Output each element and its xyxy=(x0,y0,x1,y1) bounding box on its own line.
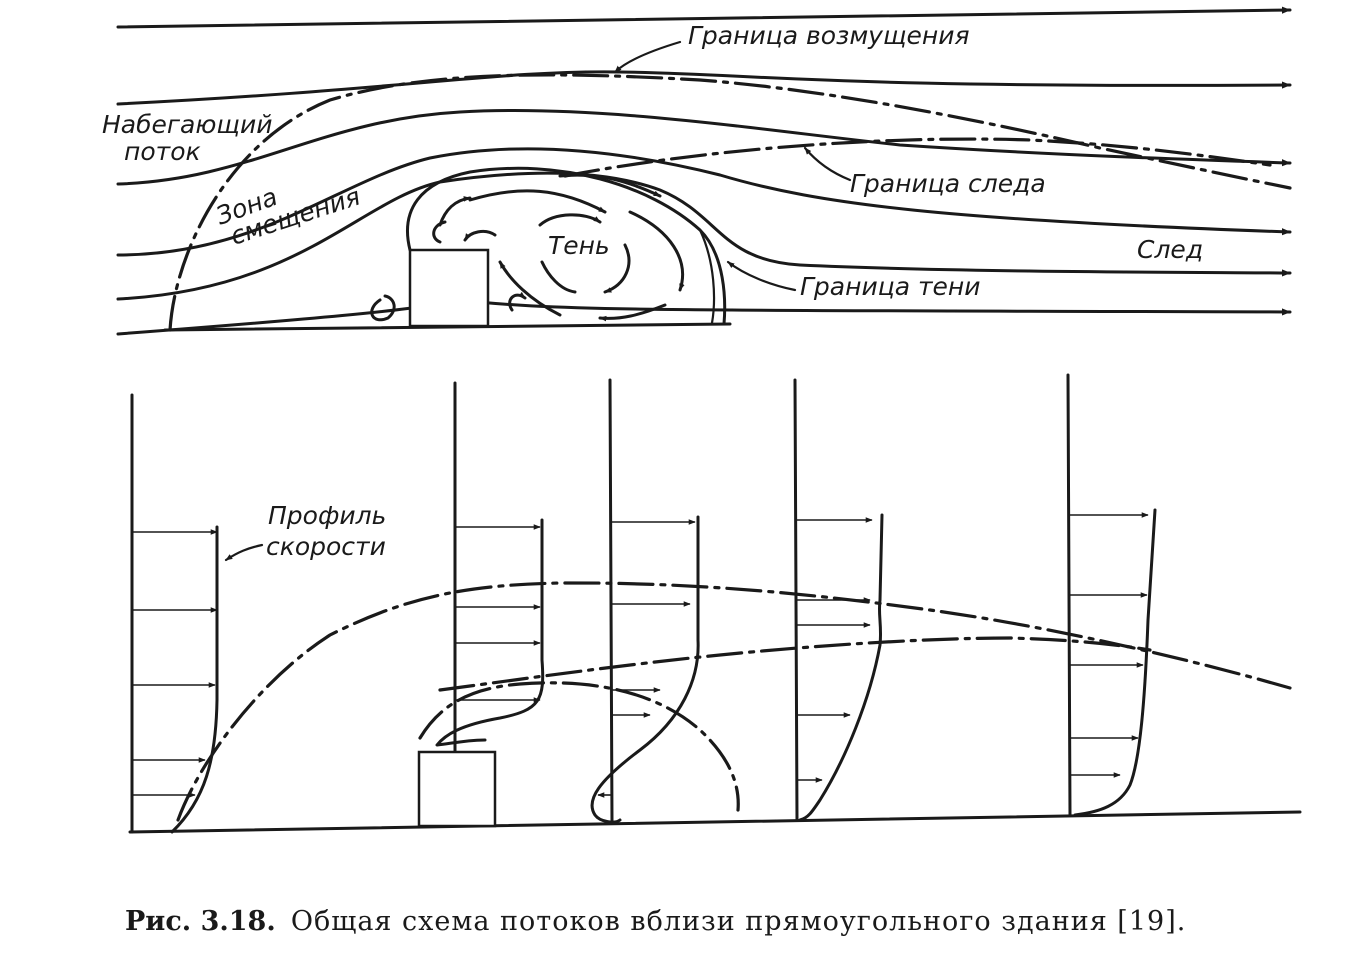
profile-curve-3 xyxy=(590,515,700,824)
streamline-6 xyxy=(116,298,1292,336)
building-top xyxy=(408,248,490,328)
bottom-profile-diagram: Профиль скорости xyxy=(128,373,1302,834)
label-wake: След xyxy=(1137,235,1203,264)
velocity-profile-1 xyxy=(132,525,219,834)
disturbance-boundary-line xyxy=(168,73,1292,332)
streamlines xyxy=(116,6,1292,336)
profile-curve-4 xyxy=(798,513,884,822)
figure-caption: Рис. 3.18. Общая схема потоков вблизи пр… xyxy=(125,906,1186,937)
vortex-inner-3 xyxy=(540,260,577,294)
caption-body: Общая схема потоков вблизи прямоугольног… xyxy=(291,906,1186,937)
leader-disturbance xyxy=(613,40,682,74)
profile-curve-1 xyxy=(170,525,219,834)
disturbance-boundary-bottom xyxy=(176,581,1292,822)
streamline-2 xyxy=(116,70,1292,106)
vortex-arc-3 xyxy=(598,303,667,322)
streamline-5 xyxy=(116,171,1292,301)
velocity-profile-3 xyxy=(590,515,700,824)
label-velocity-profile-2: скорости xyxy=(266,532,386,561)
wake-boundary-bottom xyxy=(438,636,1152,692)
shadow-boundary-bottom xyxy=(418,681,740,812)
streamline-3 xyxy=(116,109,1292,186)
label-wake-boundary: Граница следа xyxy=(850,169,1046,198)
leader-wake-boundary xyxy=(803,146,852,182)
caption-prefix: Рис. 3.18. xyxy=(125,906,276,937)
recirculation-vortex xyxy=(370,173,685,322)
label-disturbance-boundary: Граница возмущения xyxy=(688,21,970,50)
profile-curve-5 xyxy=(1073,508,1157,817)
vortex-inner-1 xyxy=(538,213,602,227)
streamline-4 xyxy=(116,147,1292,257)
building-bottom xyxy=(417,750,497,828)
leader-velocity-profile xyxy=(224,543,264,562)
shadow-boundary-inner xyxy=(698,228,716,325)
label-shadow-boundary: Граница тени xyxy=(800,272,981,301)
profile-axis-5 xyxy=(1066,373,1072,817)
ground-line-bottom xyxy=(128,810,1302,834)
leader-shadow-boundary xyxy=(726,260,797,292)
label-velocity-profile-1: Профиль xyxy=(268,501,386,530)
velocity-profile-4 xyxy=(797,513,884,822)
vortex-arc-4 xyxy=(498,260,562,317)
vortex-left-arc xyxy=(438,196,472,227)
velocity-profile-2 xyxy=(435,518,545,747)
vortex-arc-1 xyxy=(468,189,607,214)
mini-vortex-roof xyxy=(432,220,447,244)
label-oncoming-flow-1: Набегающий xyxy=(102,110,272,139)
velocity-profile-5 xyxy=(1070,508,1157,817)
vortex-inner-2 xyxy=(603,243,631,294)
vortex-outer-arc xyxy=(558,173,662,198)
vortex-back-arc xyxy=(463,229,497,242)
mini-vortex-front xyxy=(370,294,396,322)
caption-text: Рис. 3.18. Общая схема потоков вблизи пр… xyxy=(125,906,1186,937)
vortex-arc-2 xyxy=(628,210,685,292)
label-shadow: Тень xyxy=(548,231,610,260)
top-flow-diagram: Граница возмущения Набегающий поток Зона… xyxy=(102,6,1292,336)
label-oncoming-flow-2: поток xyxy=(124,137,201,166)
wake-boundary-line xyxy=(563,137,1272,178)
mini-vortex-back xyxy=(508,291,527,312)
profile-axis-4 xyxy=(793,378,799,822)
profile-axis-3 xyxy=(608,378,614,825)
profile-curve-2 xyxy=(435,518,545,747)
streamline-1 xyxy=(116,6,1292,29)
